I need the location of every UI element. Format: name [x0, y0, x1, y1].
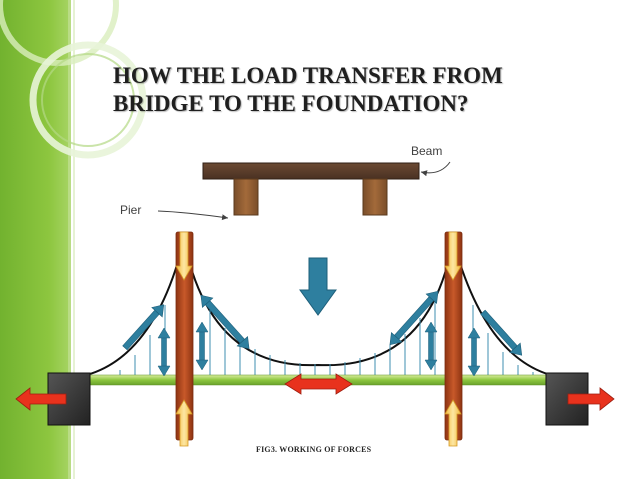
- beam: [202, 162, 420, 180]
- pier-right: [362, 178, 388, 216]
- slide-title: HOW THE LOAD TRANSFER FROM BRIDGE TO THE…: [113, 62, 503, 118]
- towers: [175, 231, 463, 441]
- figure-caption: FIG3. WORKING OF FORCES: [256, 445, 372, 454]
- beam-diagram: [157, 161, 451, 221]
- beam-pointer: [420, 161, 451, 177]
- hanger-tension-arrows: [157, 321, 481, 377]
- load-arrow-down: [299, 257, 337, 316]
- deck-tension-arrow: [284, 373, 353, 395]
- pier-left: [233, 178, 259, 216]
- beam-label: Beam: [411, 144, 443, 158]
- cable-tension-arrows: [122, 290, 523, 356]
- pier-label: Pier: [120, 203, 142, 217]
- hanger-cables: [119, 296, 534, 378]
- compression-arrows: [175, 231, 462, 447]
- title-line-1: HOW THE LOAD TRANSFER FROM: [113, 63, 503, 88]
- pier-pointer: [157, 210, 229, 221]
- title-line-2: BRIDGE TO THE FOUNDATION?: [113, 91, 469, 116]
- anchor-arrows: [15, 387, 615, 411]
